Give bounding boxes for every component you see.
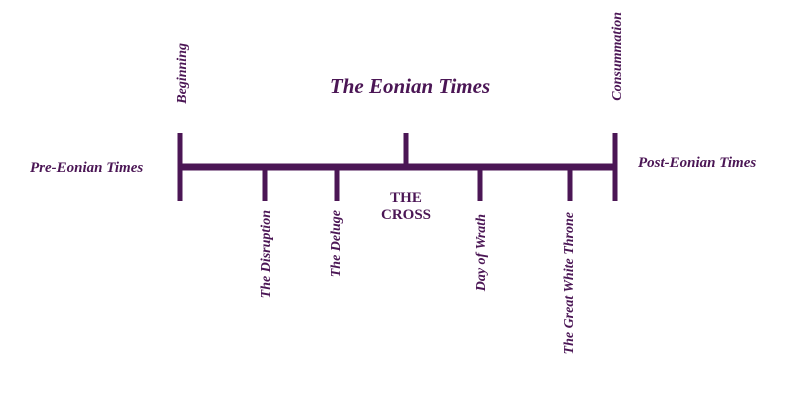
pre-eonian-label: Pre-Eonian Times (30, 160, 143, 176)
disruption-label: The Disruption (259, 210, 274, 299)
diagram-title: The Eonian Times (330, 74, 490, 98)
throne-label: The Great White Throne (562, 212, 577, 354)
cross-label-line1: THE (390, 190, 422, 206)
wrath-label: Day of Wrath (474, 214, 489, 292)
post-eonian-label: Post-Eonian Times (638, 155, 756, 171)
beginning-label: Beginning (175, 43, 190, 105)
consummation-label: Consummation (610, 12, 625, 101)
cross-label-line2: CROSS (381, 207, 431, 223)
deluge-label: The Deluge (329, 210, 344, 277)
